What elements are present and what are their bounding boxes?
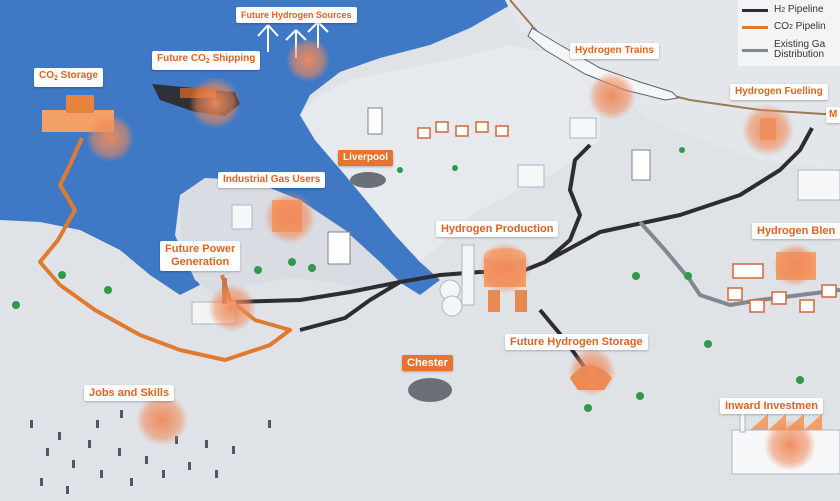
legend-co2-swatch [742, 26, 768, 29]
trees [12, 147, 804, 412]
chester-marker [408, 378, 452, 402]
legend-h2-swatch [742, 9, 768, 12]
liverpool-houses [417, 121, 509, 139]
legend-h2-pipeline: H2 Pipeline [742, 5, 824, 16]
legend-existing-swatch [742, 48, 768, 52]
label-future-power-line1: Future Power [165, 243, 236, 255]
label-future-hydrogen-sources: Future Hydrogen Sources [236, 7, 357, 23]
label-future-co2-shipping: Future CO2 Shipping [152, 51, 261, 70]
label-future-power-line2: Generation [171, 256, 230, 268]
label-jobs-and-skills: Jobs and Skills [84, 385, 175, 401]
label-inward-investment: Inward Investmen [720, 398, 823, 414]
label-edge: M [826, 107, 840, 123]
sea [0, 0, 520, 295]
fuelling-pump-liverpool [367, 107, 383, 135]
liverpool-marker [350, 172, 386, 188]
highlight-hotspots [86, 38, 817, 471]
train-depot [569, 117, 597, 139]
label-future-hydrogen-storage: Future Hydrogen Storage [505, 334, 648, 350]
people-crowd [30, 410, 271, 494]
warehouse [517, 164, 545, 188]
label-hydrogen-trains: Hydrogen Trains [570, 43, 659, 59]
co2-storage-tower [66, 95, 94, 113]
fuelling-pump-east [631, 149, 651, 181]
label-hydrogen-blending: Hydrogen Blen [752, 223, 840, 239]
label-co2-storage: CO2 Storage [34, 68, 103, 87]
hydrogen-train [527, 27, 680, 101]
blending-town [727, 263, 837, 313]
label-hydrogen-fuelling: Hydrogen Fuelling [730, 84, 828, 100]
industrial-building [231, 204, 253, 230]
liverpool-land [300, 45, 600, 262]
co2-pipeline [38, 137, 292, 362]
label-industrial-gas-users: Industrial Gas Users [218, 172, 326, 188]
fuelling-pump-wirral [327, 231, 351, 265]
legend-h2-label: H2 Pipeline [774, 4, 824, 15]
label-liverpool: Liverpool [338, 150, 394, 166]
label-chester: Chester [402, 355, 453, 371]
legend-co2-label: CO2 Pipelin [774, 21, 826, 32]
existing-gas-pipeline [638, 220, 840, 307]
legend-co2-pipeline: CO2 Pipelin [742, 22, 826, 33]
label-hydrogen-production: Hydrogen Production [436, 221, 559, 237]
east-factory [797, 169, 840, 201]
label-future-power-generation: Future Power Generation [160, 241, 241, 271]
